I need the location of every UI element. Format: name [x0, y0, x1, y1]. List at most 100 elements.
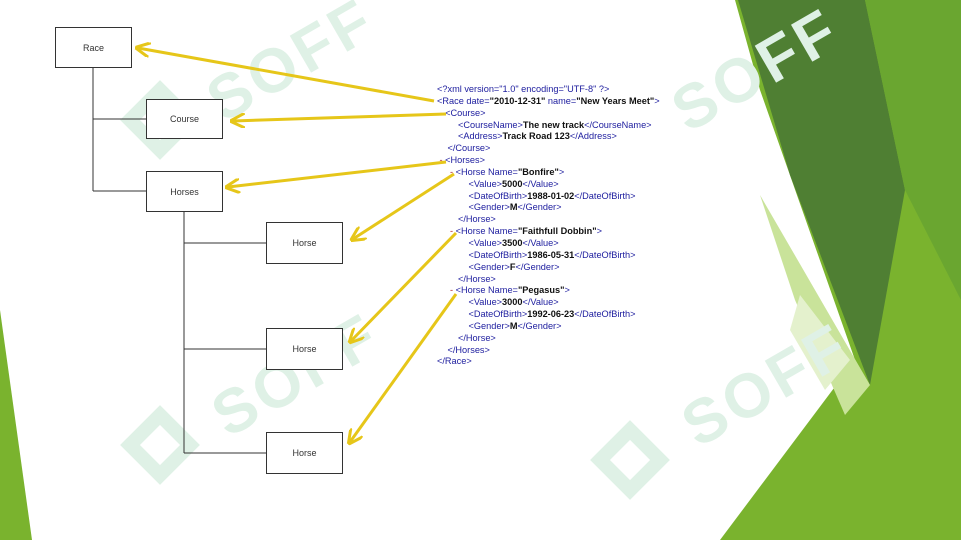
- xml-tag: >: [596, 226, 602, 237]
- xml-listing: <?xml version="1.0" encoding="UTF-8" ?><…: [437, 84, 747, 368]
- xml-value: "Bonfire": [517, 166, 559, 177]
- xml-line: - <Horse Name="Faithfull Dobbin">: [437, 226, 747, 238]
- xml-tag: name=: [545, 95, 577, 106]
- xml-tag: >: [558, 166, 565, 177]
- tree-node-horses: Horses: [146, 171, 223, 212]
- xml-value: 5000: [502, 178, 523, 189]
- xml-tag: <CourseName>: [458, 119, 523, 130]
- xml-tag: </Horses>: [447, 344, 490, 355]
- xml-tag: </Horse>: [458, 214, 496, 225]
- xml-line: <DateOfBirth>1988-01-02</DateOfBirth>: [437, 191, 747, 203]
- arrow-horse-1: [353, 172, 455, 239]
- xml-tag: <DateOfBirth>: [468, 249, 528, 260]
- xml-value: M: [509, 320, 518, 331]
- xml-value: Track Road 123: [502, 131, 570, 142]
- xml-tag: <Race date=: [437, 95, 490, 106]
- xml-value: F: [509, 261, 516, 272]
- xml-line: <Value>5000</Value>: [437, 179, 747, 191]
- xml-value: 3500: [502, 237, 523, 248]
- pale-green-facet: [790, 295, 850, 390]
- xml-value: 1992-06-23: [527, 309, 575, 320]
- xml-tag: </Race>: [437, 356, 472, 367]
- xml-tag: <Horse Name=: [455, 226, 518, 237]
- xml-value: "Pegasus": [517, 285, 565, 296]
- xml-tag: <Address>: [458, 131, 503, 142]
- xml-tag: <Value>: [468, 178, 503, 189]
- xml-value: 1988-01-02: [527, 190, 575, 201]
- collapse-dash-icon[interactable]: -: [450, 166, 456, 177]
- xml-tag: >: [564, 285, 570, 296]
- xml-tag: <Value>: [468, 237, 503, 248]
- arrow-race: [138, 48, 435, 103]
- xml-line: <Value>3000</Value>: [437, 297, 747, 309]
- xml-tag: <Horse Name=: [455, 166, 518, 177]
- xml-line: - <Horse Name="Bonfire">: [437, 167, 747, 179]
- arrow-horses: [228, 160, 447, 187]
- xml-tag: </Value>: [522, 237, 559, 248]
- tree-node-horse-2: Horse: [266, 328, 343, 370]
- xml-tag: </Address>: [569, 131, 617, 142]
- xml-tag: <Gender>: [468, 320, 510, 331]
- xml-line: <CourseName>The new track</CourseName>: [437, 120, 747, 132]
- xml-tag: </Horse>: [458, 273, 496, 284]
- xml-tag: </DateOfBirth>: [574, 249, 636, 260]
- xml-line: <Race date="2010-12-31" name="New Years …: [437, 96, 747, 108]
- xml-tag: </CourseName>: [584, 119, 652, 130]
- xml-line: </Horse>: [437, 214, 747, 226]
- xml-tag: </Gender>: [517, 320, 562, 331]
- xml-tag: </Gender>: [517, 202, 562, 213]
- collapse-dash-icon[interactable]: -: [450, 285, 456, 296]
- xml-line: </Race>: [437, 356, 747, 368]
- xml-line: <DateOfBirth>1992-06-23</DateOfBirth>: [437, 309, 747, 321]
- xml-tag: </Value>: [522, 178, 559, 189]
- collapse-dash-icon[interactable]: -: [439, 155, 446, 166]
- xml-value: M: [509, 202, 518, 213]
- xml-tag: <Value>: [468, 297, 503, 308]
- xml-tag: </Course>: [447, 143, 491, 154]
- left-green-strip: [0, 310, 32, 540]
- xml-line: <Gender>F</Gender>: [437, 262, 747, 274]
- arrow-course: [233, 112, 447, 121]
- mid-green-facet: [865, 0, 961, 300]
- xml-line: </Horse>: [437, 274, 747, 286]
- tree-node-race: Race: [55, 27, 132, 68]
- xml-tag: <?xml version="1.0" encoding="UTF-8" ?>: [437, 84, 610, 94]
- xml-value: "New Years Meet": [576, 95, 655, 106]
- xml-value: 3000: [502, 297, 523, 308]
- xml-tag: </DateOfBirth>: [574, 190, 636, 201]
- xml-tag: <DateOfBirth>: [468, 190, 528, 201]
- xml-line: <?xml version="1.0" encoding="UTF-8" ?>: [437, 84, 747, 96]
- arrow-horse-2: [351, 231, 458, 341]
- xml-tag: <Horses>: [445, 155, 485, 166]
- xml-line: </Course>: [437, 143, 747, 155]
- xml-line: </Horse>: [437, 333, 747, 345]
- xml-value: 1986-05-31: [527, 249, 575, 260]
- xml-tag: <Gender>: [468, 202, 510, 213]
- xml-tag: <Horse Name=: [455, 285, 518, 296]
- xml-line: - <Horses>: [437, 155, 747, 167]
- xml-tag: </Horse>: [458, 332, 496, 343]
- xml-tag: <DateOfBirth>: [468, 309, 528, 320]
- xml-line: </Horses>: [437, 345, 747, 357]
- xml-line: <Value>3500</Value>: [437, 238, 747, 250]
- dark-green-facet: [738, 0, 905, 385]
- xml-tag: </Value>: [522, 297, 559, 308]
- xml-line: <Gender>M</Gender>: [437, 321, 747, 333]
- xml-tag: <Gender>: [468, 261, 510, 272]
- xml-tag: >: [654, 95, 660, 106]
- xml-tag: <Course>: [445, 107, 486, 118]
- collapse-dash-icon[interactable]: -: [450, 226, 456, 237]
- xml-line: <DateOfBirth>1986-05-31</DateOfBirth>: [437, 250, 747, 262]
- xml-tag: </DateOfBirth>: [574, 309, 636, 320]
- xml-value: "Faithfull Dobbin": [517, 226, 597, 237]
- xml-line: <Gender>M</Gender>: [437, 202, 747, 214]
- xml-line: <Address>Track Road 123</Address>: [437, 131, 747, 143]
- tree-node-horse-3: Horse: [266, 432, 343, 474]
- arrow-horse-3: [350, 293, 458, 442]
- xml-line: - <Horse Name="Pegasus">: [437, 285, 747, 297]
- xml-value: "2010-12-31": [489, 95, 546, 106]
